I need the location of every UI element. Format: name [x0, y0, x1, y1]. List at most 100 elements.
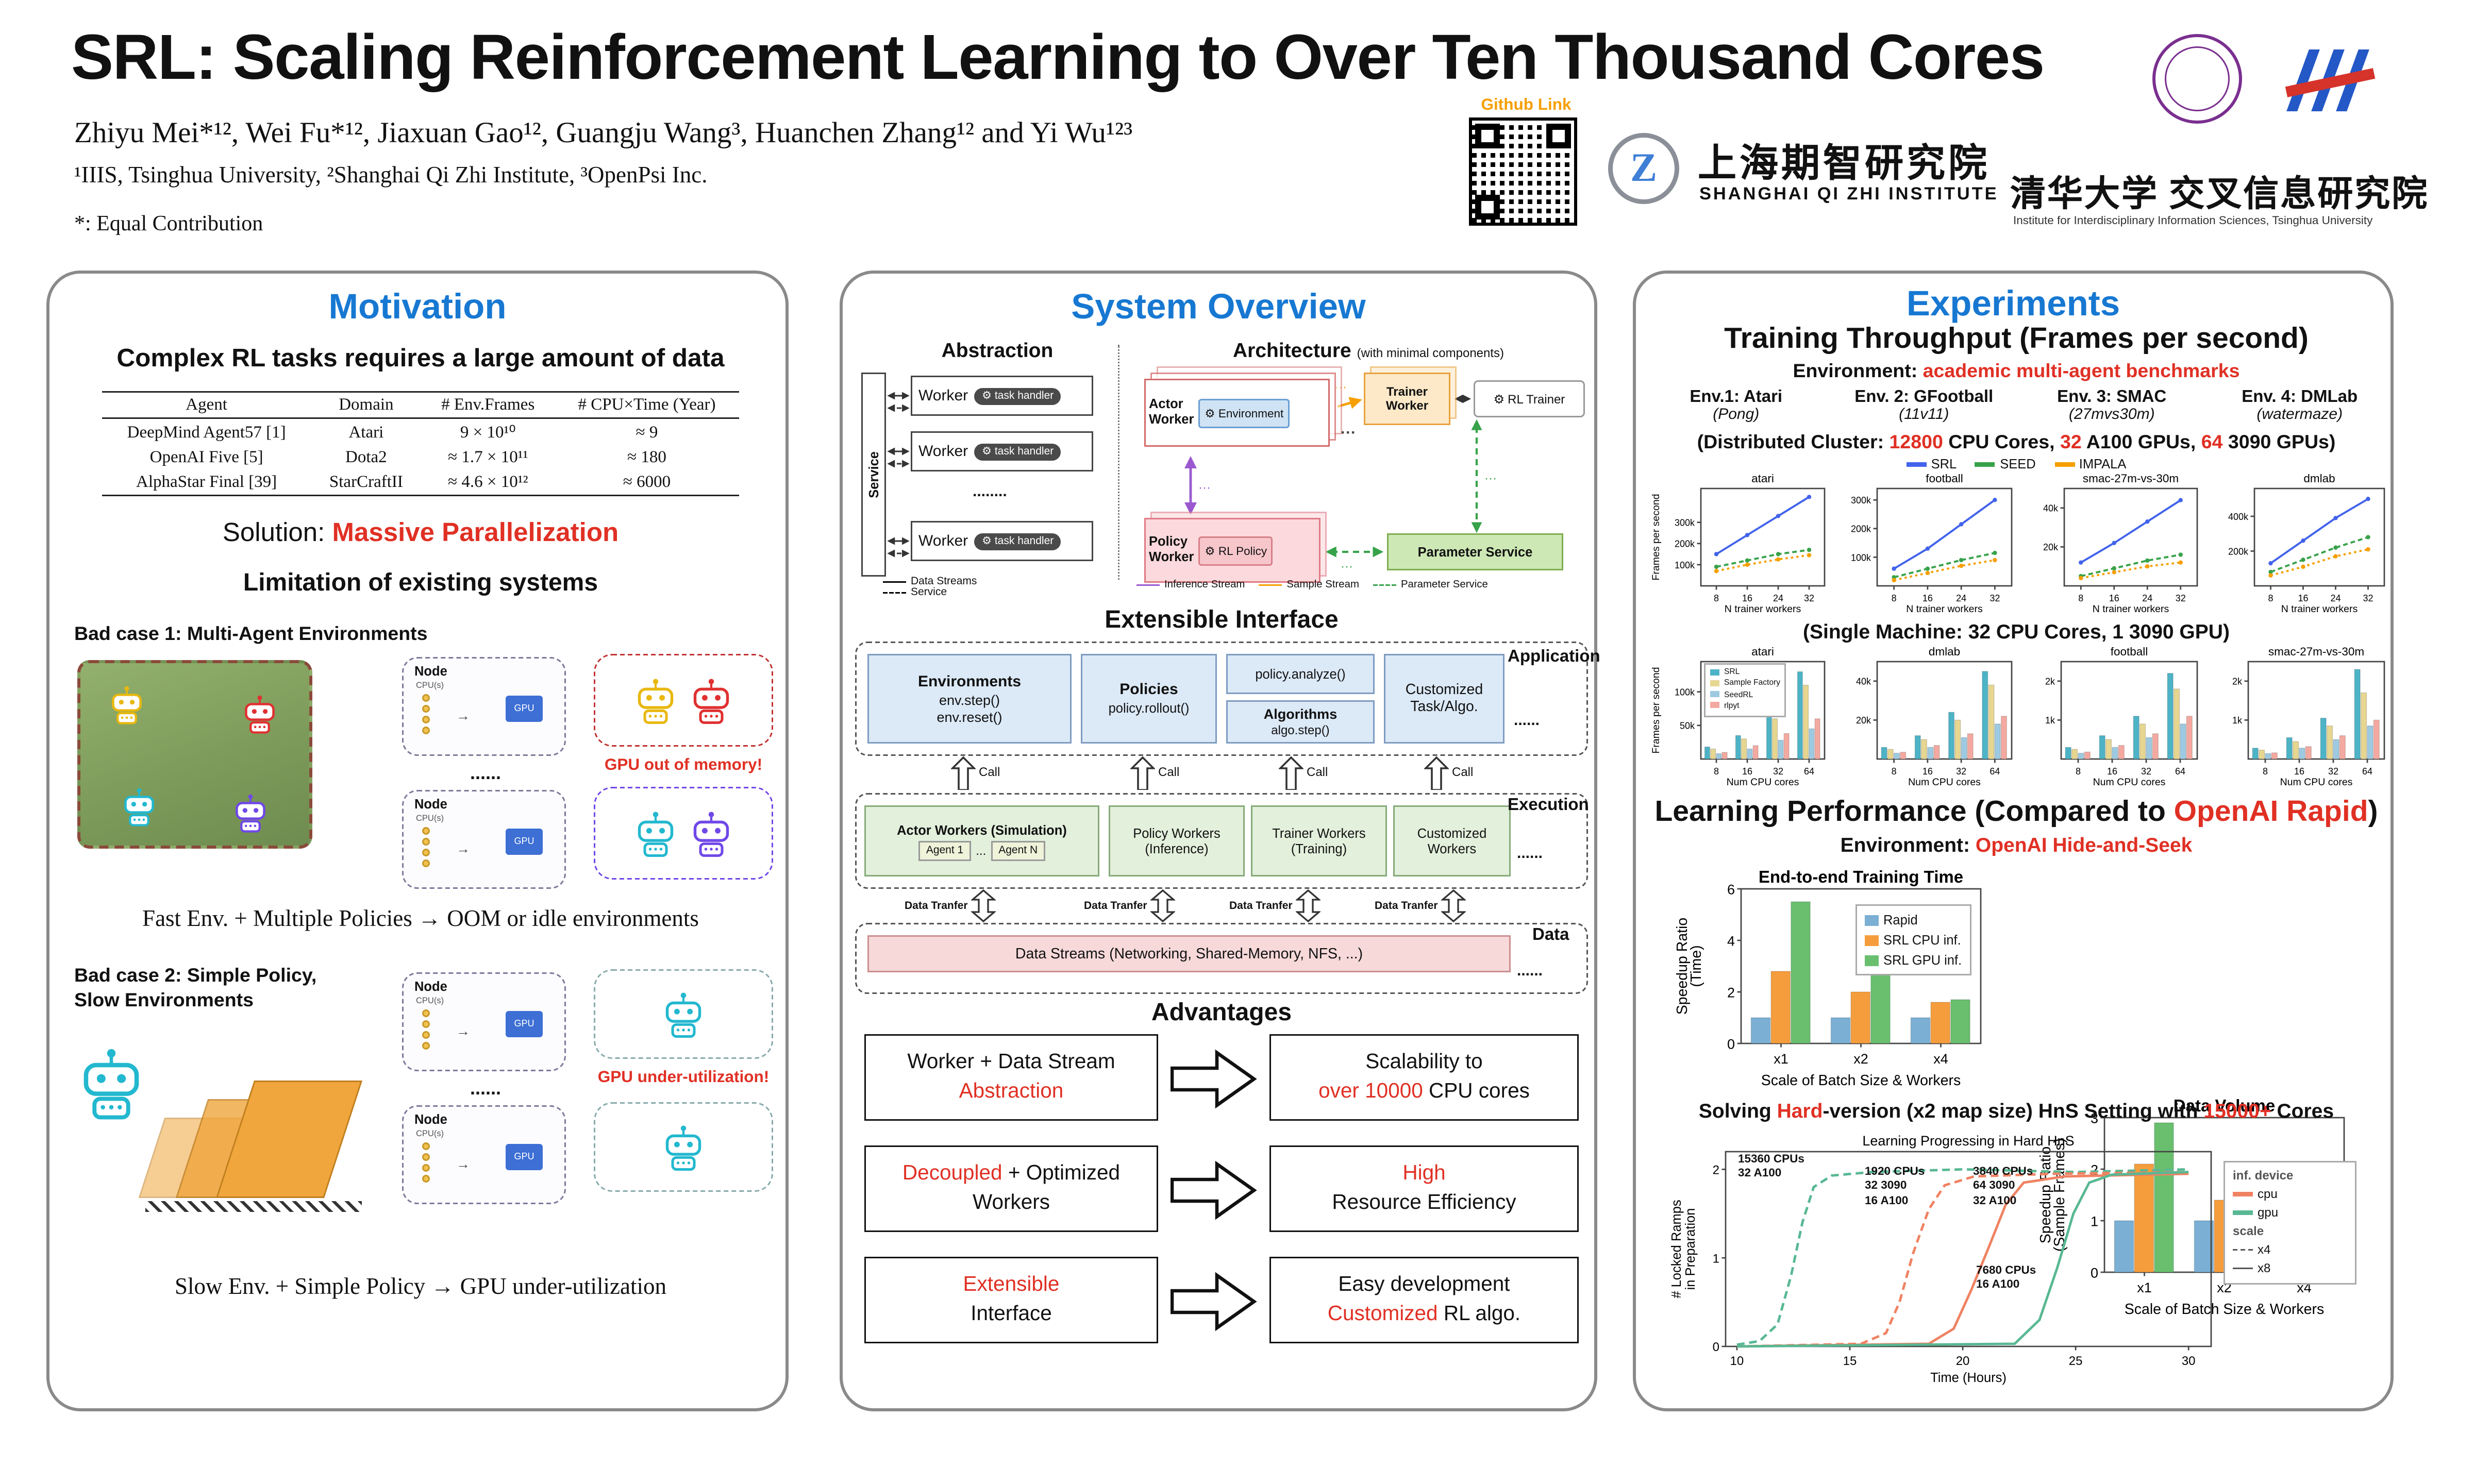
cluster-cpu-count: 12800: [1889, 431, 1943, 453]
trainer-worker-label: Trainer Worker: [1385, 384, 1429, 413]
svg-text:20k: 20k: [1857, 715, 1872, 726]
svg-text:8: 8: [1892, 593, 1897, 603]
svg-text:16: 16: [2110, 593, 2120, 603]
task-handler-pill: ⚙ task handler: [974, 443, 1062, 460]
actor-worker-label: Actor Worker: [1149, 396, 1194, 427]
system-diagram: ··· ··· ··· ··· Abstraction Service Work…: [843, 335, 1600, 608]
robot-icon: [690, 810, 733, 857]
call-label: Call: [979, 765, 1000, 779]
architecture-legend: Inference Stream Sample Stream Parameter…: [1136, 580, 1594, 591]
worker-box: Worker ⚙ task handler: [911, 431, 1093, 471]
svg-text:football: football: [1926, 472, 1964, 485]
hns-legend: inf. device cpu gpu scale x4 x8: [2224, 1161, 2356, 1285]
dashed-arrow-swatch: [883, 591, 906, 593]
svg-text:8: 8: [2262, 766, 2267, 777]
call-label: Call: [1307, 765, 1328, 779]
advantage-row: Extensible Interface Easy development Cu…: [843, 1257, 1600, 1343]
svg-text:32: 32: [2328, 766, 2338, 777]
tsinghua-logo: [2152, 34, 2242, 124]
data-requirements-table: Agent Domain # Env.Frames # CPU×Time (Ye…: [102, 391, 739, 496]
node-card: Node CPU(s) → GPU: [402, 972, 566, 1071]
legend-item: Sample Factory: [1710, 679, 1780, 690]
legend-label: Inference Stream: [1164, 580, 1245, 591]
x8-solid-swatch: [2233, 1268, 2253, 1270]
rl-policy-label: RL Policy: [1218, 543, 1267, 558]
perf-heading-highlight: OpenAI Rapid: [2174, 796, 2368, 829]
svg-text:200k: 200k: [1675, 539, 1695, 549]
table-cell: ≈ 9: [636, 423, 658, 442]
svg-text:24: 24: [1773, 593, 1783, 603]
table-cell: Dota2: [345, 448, 387, 467]
gpu-oom-warning: GPU out of memory!: [604, 756, 763, 774]
table-cell: Atari: [348, 423, 384, 442]
env-reset-code: env.reset(): [937, 709, 1002, 724]
advantage-text: Decoupled: [902, 1161, 1002, 1185]
svg-text:30: 30: [2182, 1354, 2196, 1368]
data-label: Data: [1532, 926, 1569, 945]
throughput-heading: Training Throughput (Frames per second): [1724, 323, 2309, 356]
hns-heading-text: -version (x2 map size) HnS Setting with: [1823, 1099, 2204, 1122]
gpu-line-swatch: [2233, 1211, 2253, 1216]
robot-icon: [662, 1123, 705, 1171]
svg-text:Num CPU cores: Num CPU cores: [1909, 777, 1981, 788]
env-label: Env. 3: SMAC(27mvs30m): [2018, 388, 2206, 424]
advantage-text: Customized: [1327, 1302, 1438, 1325]
data-transfer-label: Data Tranfer: [905, 900, 968, 912]
svg-text:24: 24: [2330, 593, 2340, 603]
gpu-label: GPU: [514, 704, 534, 714]
motivation-title: Motivation: [328, 286, 507, 326]
advantage-row: Decoupled + Optimized Workers High Resou…: [843, 1145, 1600, 1232]
cpu-label: CPU(s): [416, 997, 444, 1006]
svg-text:16: 16: [1742, 766, 1752, 777]
seedrl-bar-swatch: [1710, 691, 1719, 698]
svg-text:atari: atari: [1751, 472, 1774, 485]
advantage-row: Worker + Data Stream Abstraction Scalabi…: [843, 1034, 1600, 1121]
advantage-text: High: [1402, 1161, 1446, 1185]
svg-text:8: 8: [2076, 766, 2081, 777]
legend-label: SeedRL: [1724, 690, 1753, 700]
rl-policy-box: ⚙ RL Policy: [1198, 535, 1274, 565]
service-bar: Service: [861, 373, 886, 577]
environment-label: Environment: [1218, 406, 1284, 420]
game-environment-image: [77, 660, 312, 849]
legend-item: x4: [2233, 1241, 2347, 1260]
env-name: Env. 3: SMAC: [2057, 388, 2167, 407]
node-label: Node: [414, 663, 447, 679]
github-qr-code: [1469, 117, 1577, 226]
agents-row: Agent 1 ... Agent N: [918, 840, 1046, 861]
extensible-interface-heading: Extensible Interface: [1105, 608, 1339, 634]
legend-item: SRL: [1906, 456, 1957, 471]
cpu-label: CPU(s): [416, 682, 444, 691]
robot-icon: [108, 685, 145, 725]
table-header-cell: # Env.Frames: [421, 391, 555, 419]
task-handler-pill: ⚙ task handler: [974, 532, 1062, 550]
svg-text:football: football: [2111, 645, 2149, 658]
table-cell: StarCraftII: [311, 470, 422, 496]
robot-icon: [662, 990, 705, 1038]
worker-label: Worker: [918, 532, 968, 550]
legend-item: rlpyt: [1710, 702, 1780, 713]
legend-label: Parameter Service: [1400, 580, 1488, 591]
svg-text:in Preparation: in Preparation: [1683, 1208, 1698, 1290]
legend-label: x8: [2258, 1261, 2271, 1275]
advantage-text: Resource Efficiency: [1332, 1190, 1516, 1213]
robot-icon: [77, 1047, 145, 1121]
gpu-chip: GPU: [506, 829, 543, 855]
hns-heading: Solving Hard-version (x2 map size) HnS S…: [1636, 1099, 2397, 1122]
svg-text:25: 25: [2069, 1354, 2083, 1368]
advantage-arrow: [1171, 1049, 1257, 1109]
advantage-arrow: [1171, 1160, 1257, 1220]
seed-line-swatch: [1975, 462, 1996, 467]
inference-stream-swatch: [1136, 584, 1160, 586]
srl-cpu-swatch: [1865, 935, 1879, 946]
gear-icon: ⚙: [982, 536, 992, 547]
sample-factory-bar-swatch: [1710, 680, 1719, 686]
legend-item: SRL CPU inf.: [1865, 930, 1962, 950]
svg-text:200k: 200k: [2228, 546, 2248, 556]
robot-icon: [232, 793, 269, 833]
bad-case-1-conclusion: Fast Env. + Multiple Policies → OOM or i…: [142, 907, 699, 932]
flow-arrow-icon: →: [456, 1023, 470, 1039]
